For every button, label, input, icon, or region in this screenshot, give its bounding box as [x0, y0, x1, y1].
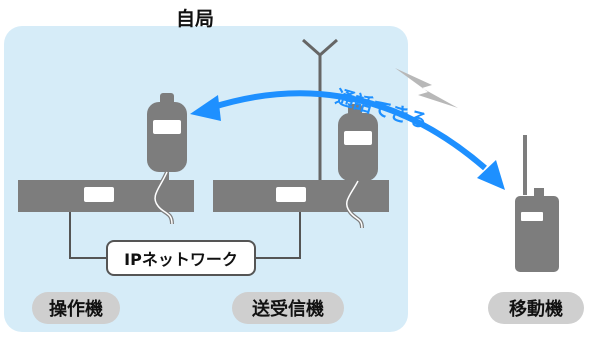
network-lines — [69, 212, 301, 259]
transceiver-device — [213, 180, 389, 212]
operation-unit-device — [18, 180, 194, 212]
station-title: 自局 — [175, 8, 214, 30]
mobile-unit-label: 移動機 — [488, 292, 584, 324]
operation-mic-icon — [147, 93, 187, 225]
mobile-radio-icon — [515, 135, 559, 272]
station-area — [4, 26, 408, 332]
transceiver-label: 送受信機 — [232, 292, 344, 324]
ip-network-box: IPネットワーク — [106, 240, 256, 276]
antenna-icon — [302, 38, 338, 182]
operation-unit-label: 操作機 — [32, 292, 120, 324]
transceiver-mic-icon — [338, 104, 378, 229]
communication-arrow — [190, 90, 505, 190]
radio-wave-icon — [395, 68, 458, 108]
